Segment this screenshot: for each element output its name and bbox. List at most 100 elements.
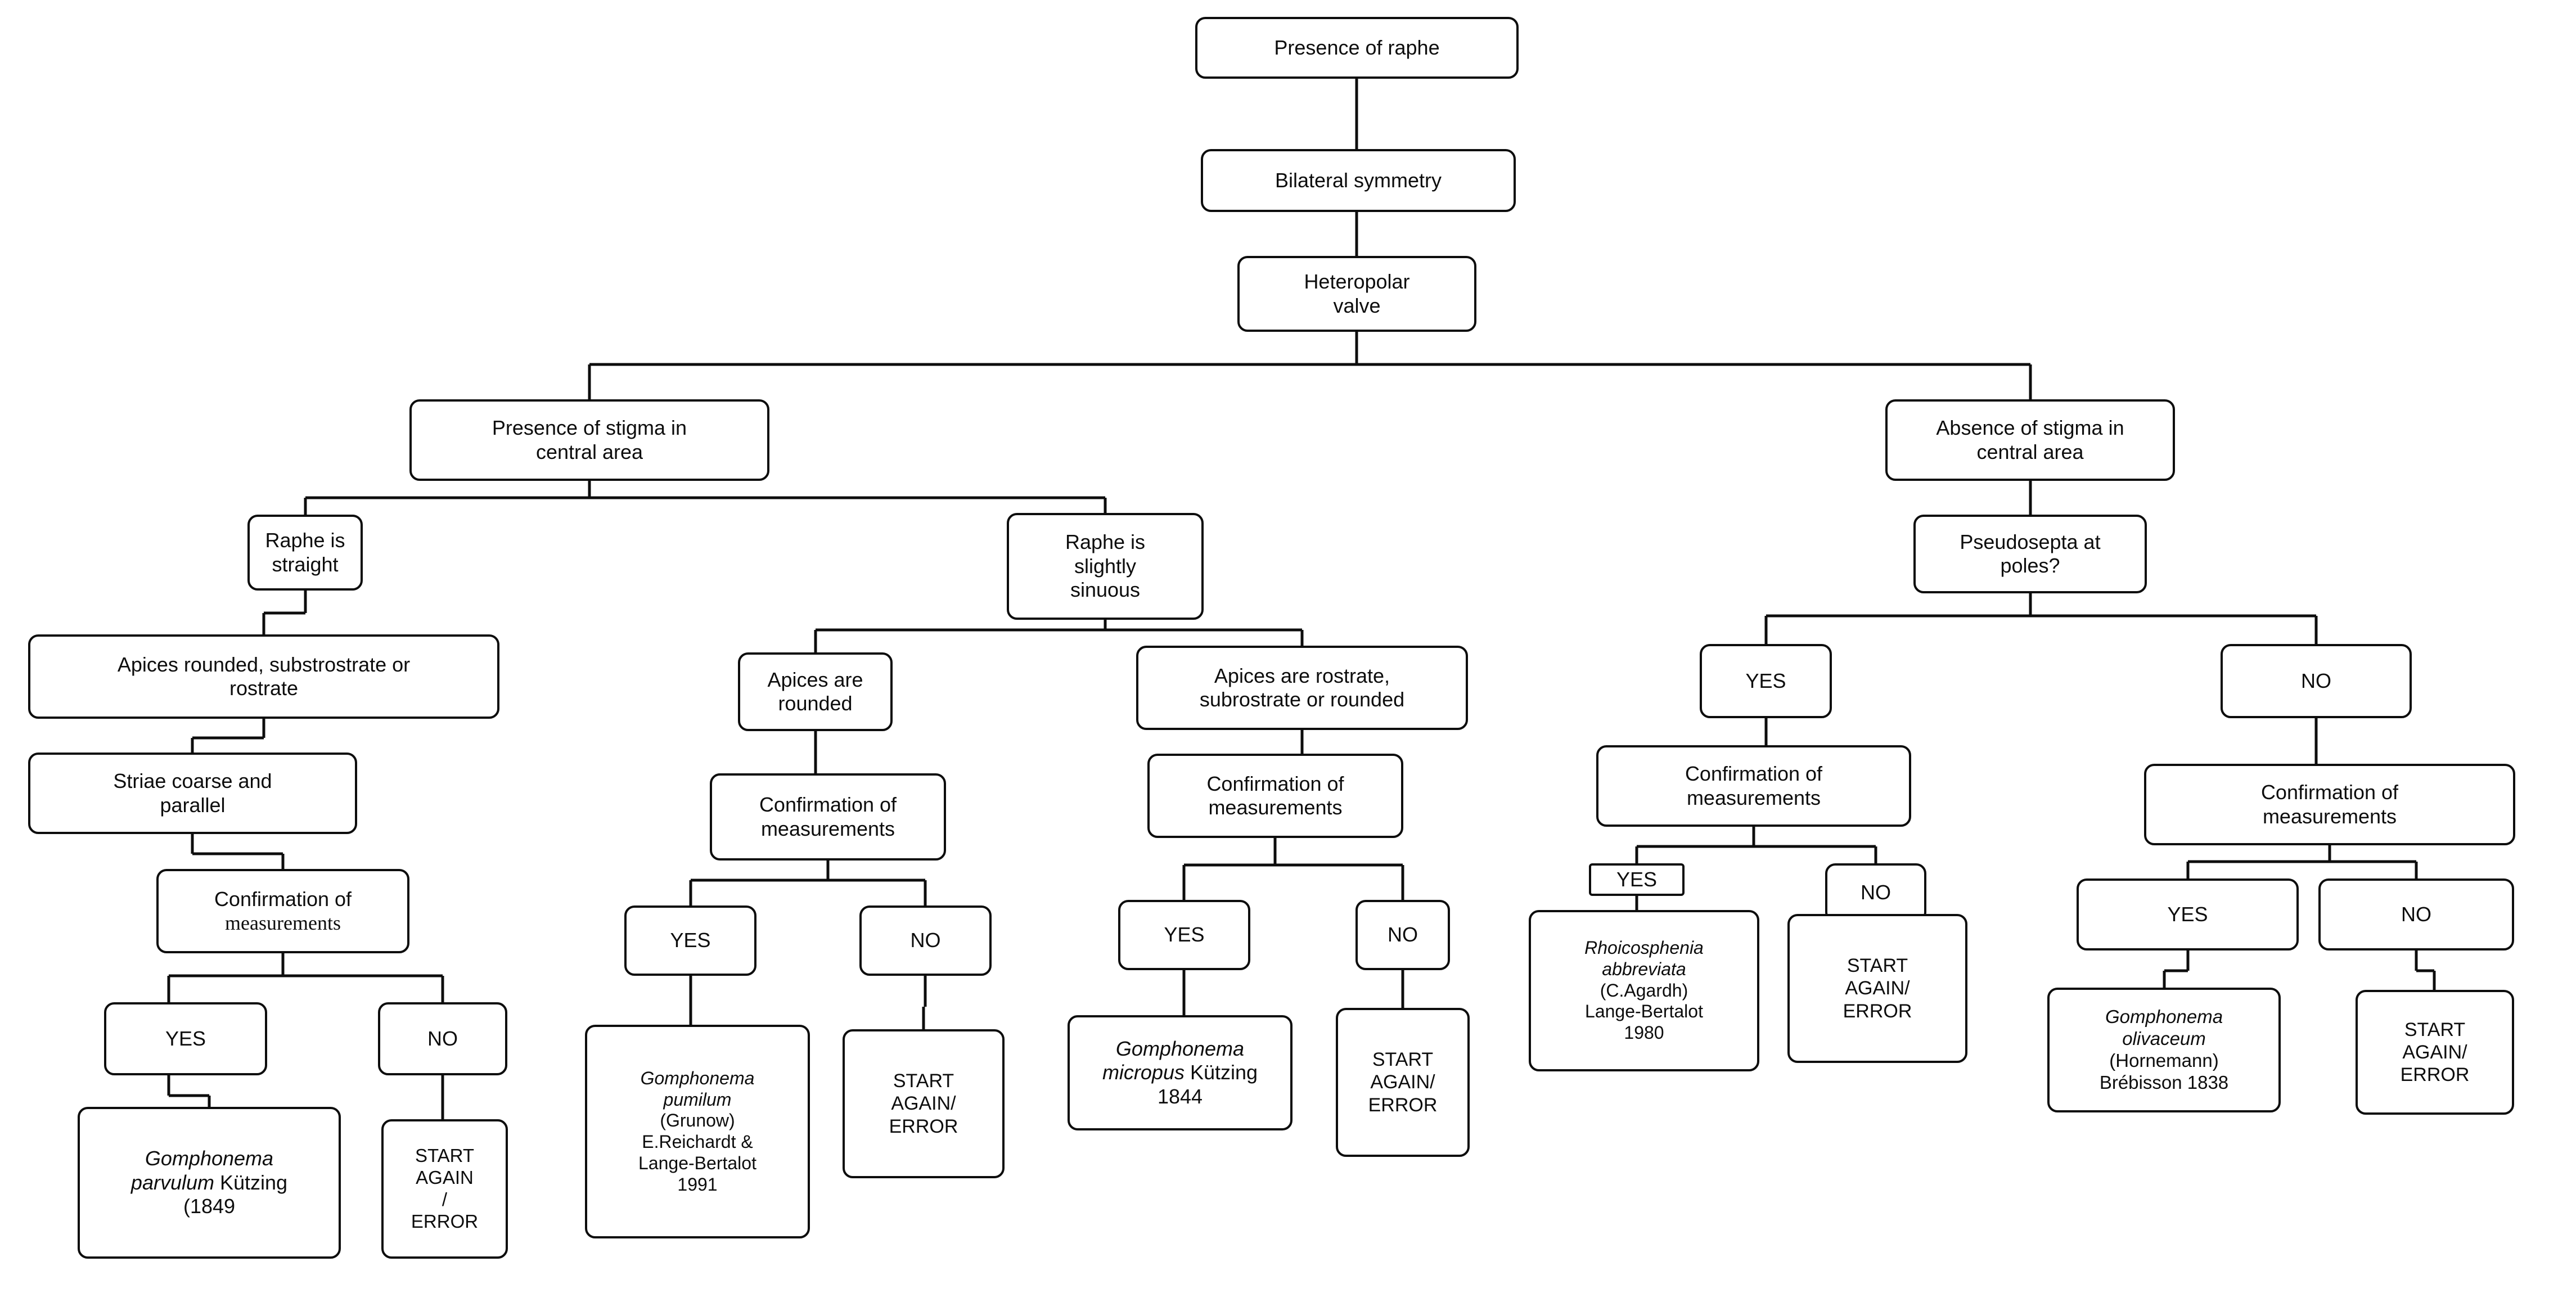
node-line: YES bbox=[1164, 923, 1205, 947]
node-answer-yes[interactable]: YES bbox=[1700, 644, 1832, 718]
node-line: Gomphonema bbox=[1115, 1037, 1245, 1060]
node-line: Pseudosepta at bbox=[1960, 530, 2101, 553]
node-line: parvulum Kützing bbox=[130, 1170, 288, 1194]
node-line: Heteropolar bbox=[1304, 270, 1410, 294]
node-line: (C.Agardh) bbox=[1600, 980, 1688, 1001]
node-answer-no[interactable]: NO bbox=[859, 905, 992, 976]
connector-15 bbox=[689, 861, 927, 905]
node-line: Apices rounded, substrostrate or bbox=[117, 652, 411, 676]
node-line: NO bbox=[910, 929, 941, 952]
node-line: AGAIN/ bbox=[2402, 1041, 2467, 1063]
node-line: Lange-Bertalot bbox=[1585, 1001, 1703, 1022]
node-line: (Grunow) bbox=[660, 1110, 735, 1131]
node-line: measurements bbox=[1686, 786, 1821, 809]
node-line: / bbox=[442, 1189, 448, 1210]
node-line: ERROR bbox=[411, 1210, 479, 1232]
node-line: (Hornemann) bbox=[2109, 1050, 2219, 1071]
node-line: START bbox=[1847, 955, 1908, 977]
node-answer-yes[interactable]: YES bbox=[624, 905, 756, 976]
node-line: Absence of stigma in bbox=[1936, 416, 2124, 440]
node-line: sinuous bbox=[1070, 578, 1141, 602]
node-answer-yes[interactable]: YES bbox=[1589, 863, 1685, 896]
node-line: 1980 bbox=[1624, 1022, 1664, 1043]
node-line: pumilum bbox=[663, 1089, 732, 1110]
connector-22 bbox=[2415, 950, 2436, 990]
node-answer-yes[interactable]: YES bbox=[2077, 878, 2299, 950]
connector-16 bbox=[1182, 838, 1404, 900]
node-line: abbreviata bbox=[1602, 958, 1686, 979]
node-line: Confirmation of bbox=[2260, 781, 2399, 804]
node-line: Raphe is bbox=[265, 529, 345, 552]
node-line: poles? bbox=[2000, 554, 2060, 577]
connector-18 bbox=[2186, 845, 2418, 878]
node-line: NO bbox=[1388, 923, 1418, 947]
node-step-bilateral-symmetry[interactable]: Bilateral symmetry bbox=[1201, 149, 1516, 212]
node-answer-no[interactable]: NO bbox=[1825, 863, 1926, 922]
node-line: Gomphonema bbox=[2105, 1006, 2223, 1028]
node-step-apices-are-rostrate-subrostrate-or-rounded[interactable]: Apices are rostrate,subrostrate or round… bbox=[1136, 646, 1468, 730]
node-answer-no[interactable]: NO bbox=[2318, 878, 2514, 950]
node-answer-no[interactable]: NO bbox=[1355, 900, 1450, 970]
node-answer-no[interactable]: NO bbox=[2221, 644, 2412, 718]
connector-5 bbox=[262, 591, 307, 634]
node-line: START bbox=[415, 1145, 475, 1166]
node-line: valve bbox=[1333, 294, 1381, 317]
node-line: NO bbox=[1861, 881, 1891, 904]
node-answer-yes[interactable]: YES bbox=[104, 1002, 267, 1075]
node-line: central area bbox=[1976, 440, 2084, 463]
node-line: AGAIN/ bbox=[1845, 977, 1910, 999]
connector-27 bbox=[167, 1075, 211, 1107]
node-line: parallel bbox=[160, 793, 226, 817]
node-line: YES bbox=[1616, 867, 1658, 891]
node-answer-no[interactable]: NO bbox=[378, 1002, 507, 1075]
node-line: ERROR bbox=[1368, 1094, 1438, 1116]
node-line: Confirmation of bbox=[1685, 762, 1823, 786]
node-line: E.Reichardt & bbox=[642, 1132, 753, 1152]
node-line: Confirmation of bbox=[1206, 772, 1344, 795]
node-line: slightly bbox=[1074, 554, 1137, 578]
node-line: ERROR bbox=[1843, 1000, 1912, 1022]
node-line: Striae coarse and bbox=[113, 769, 272, 793]
node-answer-yes[interactable]: YES bbox=[1118, 900, 1250, 970]
connector-3 bbox=[304, 481, 1107, 515]
node-line: olivaceum bbox=[2122, 1028, 2206, 1049]
node-line: (1849 bbox=[183, 1195, 236, 1218]
node-line: straight bbox=[272, 552, 339, 576]
node-line: START bbox=[893, 1070, 954, 1092]
node-line: AGAIN bbox=[416, 1167, 474, 1188]
node-line: rounded bbox=[778, 692, 853, 715]
node-line: NO bbox=[2401, 902, 2431, 926]
node-step-presence-of-raphe[interactable]: Presence of raphe bbox=[1195, 17, 1519, 79]
connector-17 bbox=[1635, 827, 1877, 863]
node-line: measurements bbox=[2262, 804, 2397, 828]
node-line: Gomphonema bbox=[145, 1147, 274, 1170]
node-line: Raphe is bbox=[1065, 530, 1146, 554]
connector-14 bbox=[167, 953, 444, 1002]
node-line: Presence of raphe bbox=[1274, 35, 1440, 59]
